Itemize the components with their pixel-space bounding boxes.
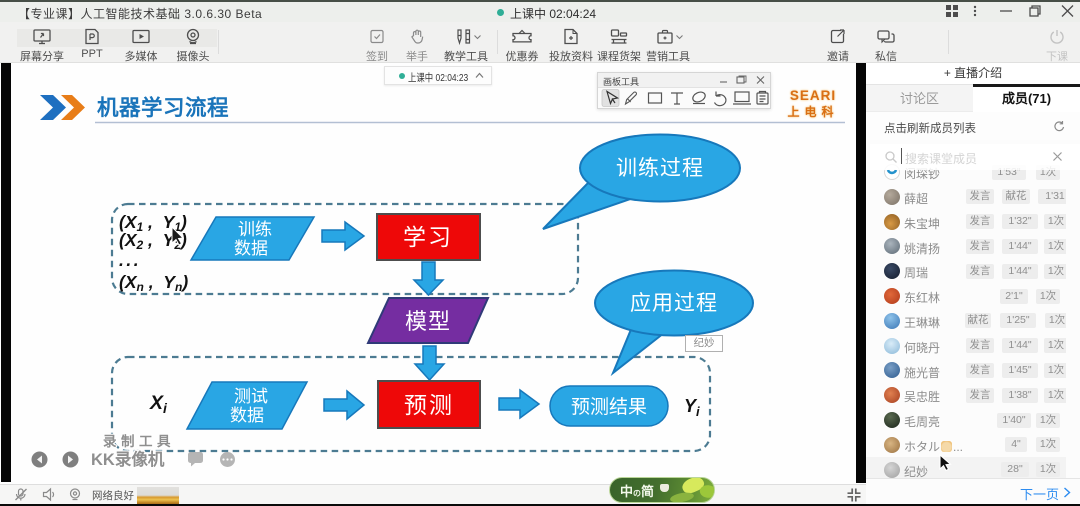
svg-text:训练: 训练 bbox=[238, 220, 272, 239]
svg-text:数据: 数据 bbox=[234, 239, 268, 258]
svg-text:(Xn , Yn): (Xn , Yn) bbox=[119, 272, 188, 294]
svg-text:机器学习流程: 机器学习流程 bbox=[97, 95, 229, 120]
svg-text:数据: 数据 bbox=[230, 406, 264, 425]
svg-text:Xi: Xi bbox=[149, 392, 168, 416]
svg-text:测试: 测试 bbox=[234, 387, 268, 406]
svg-text:模型: 模型 bbox=[405, 309, 451, 334]
svg-text:应用过程: 应用过程 bbox=[630, 292, 718, 315]
svg-text:录制工具: 录制工具 bbox=[103, 433, 175, 449]
svg-text:预测结果: 预测结果 bbox=[571, 396, 647, 418]
svg-text:预测: 预测 bbox=[404, 392, 454, 418]
svg-text:KK录像机: KK录像机 bbox=[91, 449, 165, 469]
svg-text:训练过程: 训练过程 bbox=[616, 157, 704, 180]
svg-text:学习: 学习 bbox=[403, 224, 453, 250]
svg-text:(X1 , Y1): (X1 , Y1) bbox=[119, 212, 187, 234]
svg-text:(X2 , Y2): (X2 , Y2) bbox=[119, 230, 187, 252]
svg-text:...: ... bbox=[119, 250, 141, 270]
svg-text:Yi: Yi bbox=[684, 396, 700, 419]
